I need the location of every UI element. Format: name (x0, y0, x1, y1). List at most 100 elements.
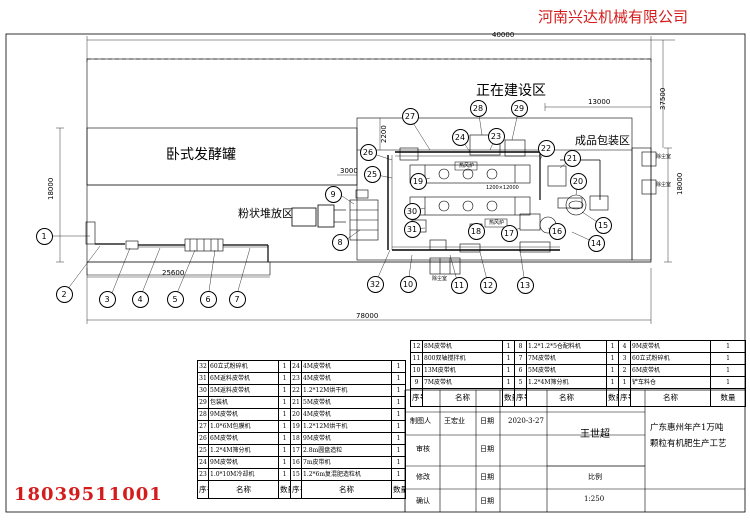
bom-header-cell: 名称 (422, 388, 503, 407)
bom-cell: 16 (290, 456, 302, 469)
bom-cell: 18 (290, 432, 302, 445)
bom-cell: 1 (618, 376, 631, 389)
label-dust-room-3: 除尘室 (432, 276, 448, 282)
bom-header-cell: 序号 (410, 388, 423, 407)
bom-cell: 1 (502, 364, 515, 377)
dim-height-left: 18000 (47, 177, 55, 200)
bom-cell: 1 (391, 384, 406, 397)
bom-cell: 7M皮带机 (422, 376, 503, 389)
bom-header-cell: 序号 (290, 480, 302, 499)
bom-cell: 9M皮带机 (301, 432, 392, 445)
label-dust-room-1: 除尘室 (656, 154, 672, 160)
bom-cell: 6 (514, 364, 527, 377)
bom-cell: 9 (410, 376, 423, 389)
bom-header-cell: 名称 (630, 388, 711, 407)
bom-cell: 5M返料皮带机 (208, 384, 279, 397)
bom-cell: 4M皮带机 (301, 408, 392, 421)
callout-2: 2 (55, 285, 73, 303)
callout-14: 14 (587, 234, 605, 252)
callout-30: 30 (403, 202, 421, 220)
callout-28: 28 (469, 99, 487, 117)
label-hot-stove-2: 热风炉 (489, 220, 505, 226)
bom-header-cell: 名称 (208, 480, 279, 499)
tb-date-label-3: 日期 (480, 473, 494, 481)
callout-5: 5 (166, 290, 184, 308)
bom-cell: 1 (391, 432, 406, 445)
callout-7: 7 (228, 290, 246, 308)
bom-cell: 2.8m圆盘造粒 (301, 444, 392, 457)
callout-3: 3 (98, 290, 116, 308)
bom-header-cell: 序号 (197, 480, 209, 499)
callout-16: 16 (548, 222, 566, 240)
bom-cell: 3 (618, 352, 631, 365)
bom-cell: 4M皮带机 (301, 372, 392, 385)
tb-project-line1: 广东惠州年产1万吨 (650, 423, 724, 433)
bom-cell: 13M皮带机 (422, 364, 503, 377)
callout-20: 20 (569, 172, 587, 190)
bom-cell: 17 (290, 444, 302, 457)
area-fermenter: 卧式发酵罐 (166, 147, 236, 163)
callout-8: 8 (331, 233, 349, 251)
dim-overall-width: 40000 (492, 31, 515, 39)
bom-cell: 1 (710, 364, 746, 377)
bom-cell: 1.2*12M烘干机 (301, 384, 392, 397)
bom-cell: 1.2*6m复混肥造粒机 (301, 468, 392, 481)
bom-cell: 24 (290, 360, 302, 373)
bom-cell: 1.2*4M筛分机 (526, 376, 607, 389)
callout-23: 23 (487, 127, 505, 145)
callout-27: 27 (401, 107, 419, 125)
bom-cell: 28 (197, 408, 209, 421)
tb-revise-label: 修改 (416, 473, 430, 481)
bom-header-row: 序号名称数量序号名称数量 (197, 480, 406, 499)
bom-cell: 1 (391, 420, 406, 433)
bom-cell: 1 (606, 352, 619, 365)
bom-cell: 1 (391, 468, 406, 481)
callout-12: 12 (479, 276, 497, 294)
tb-date-label-2: 日期 (480, 445, 494, 453)
bom-cell: 1 (278, 420, 291, 433)
bom-cell: 5M皮带机 (526, 364, 607, 377)
bom-cell: 1 (606, 376, 619, 389)
bom-cell: 1 (391, 456, 406, 469)
bom-cell: 1 (278, 372, 291, 385)
area-construction: 正在建设区 (476, 83, 546, 99)
bom-cell: 7m皮带机 (301, 456, 392, 469)
bom-cell: 2 (618, 364, 631, 377)
bom-cell: 1 (502, 340, 515, 353)
bom-cell: 1 (391, 396, 406, 409)
bom-cell: 1 (278, 408, 291, 421)
dim-line-length: 25600 (162, 269, 185, 277)
callout-11: 11 (450, 276, 468, 294)
bom-cell: 8 (514, 340, 527, 353)
bom-cell: 4M皮带机 (301, 360, 392, 373)
phone-number: 18039511001 (14, 484, 163, 505)
bom-cell: 15 (290, 468, 302, 481)
bom-cell: 30 (197, 384, 209, 397)
area-powder-storage: 粉状堆放区 (238, 207, 293, 220)
bom-cell: 1 (606, 364, 619, 377)
tb-scale-label: 比例 (588, 473, 602, 481)
dim-base-width: 78000 (356, 312, 379, 320)
bom-cell: 1 (278, 444, 291, 457)
dim-offset-a: 3000 (340, 167, 358, 175)
tb-scale-value: 1:250 (584, 495, 605, 503)
bom-cell: 6M皮带机 (208, 432, 279, 445)
callout-4: 4 (131, 290, 149, 308)
callout-21: 21 (563, 149, 581, 167)
bom-cell: 31 (197, 372, 209, 385)
bom-cell: 1.2*1.2*5仓配料机 (526, 340, 607, 353)
bom-cell: 800双轴搅拌机 (422, 352, 503, 365)
tb-client: 王世超 (580, 429, 610, 440)
bom-header-cell: 数量 (502, 388, 515, 407)
dim-height-right: 18000 (676, 172, 684, 195)
